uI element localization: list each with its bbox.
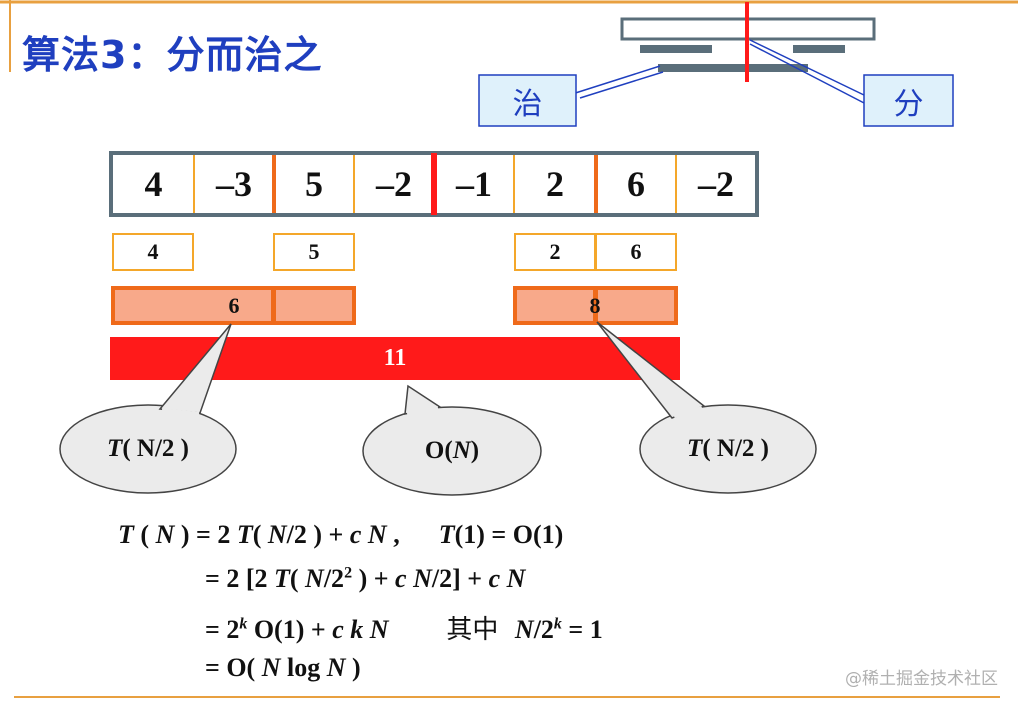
eq3-f: /2 xyxy=(533,615,554,644)
eq3-b: O(1) + xyxy=(247,615,333,644)
bubble-right-tail-join xyxy=(673,406,703,418)
eq1-k: T xyxy=(438,520,455,549)
eq2-a: = 2 [2 xyxy=(205,564,274,593)
eq2-sup: 2 xyxy=(344,564,353,582)
conquer-pointer xyxy=(565,65,661,97)
conquer-pointer-2 xyxy=(579,71,664,99)
array-cell-5: 2 xyxy=(546,164,564,204)
level1-box-d xyxy=(595,233,677,271)
eq2-i: c N xyxy=(488,564,526,593)
level2-value-right: 8 xyxy=(589,292,601,318)
level2-left-a xyxy=(111,286,275,325)
page-title: 算法3：分而治之 xyxy=(22,33,323,77)
array-cell-2: 5 xyxy=(305,164,323,204)
eq2-f: ) + xyxy=(352,564,396,593)
level2-left-b xyxy=(272,286,356,325)
bubble-left-rest: ( N/2 ) xyxy=(122,435,189,462)
level1-value-c: 2 xyxy=(549,239,561,264)
schematic-left-half xyxy=(640,45,712,53)
eq1-b: ( xyxy=(133,520,156,549)
bubble-middle xyxy=(362,406,542,496)
eq2-h: /2] + xyxy=(431,564,489,593)
eq2-c: ( xyxy=(289,564,306,593)
eq1-d: ) = 2 xyxy=(174,520,237,549)
level1-box-c xyxy=(514,233,596,271)
equation-line-4: = O( N log N ) xyxy=(205,653,361,683)
eq1-l: (1) = O(1) xyxy=(454,520,564,549)
eq1-c: N xyxy=(155,520,175,549)
array-cell-7: –2 xyxy=(698,164,734,204)
array-cell-3: –2 xyxy=(376,164,412,204)
eq2-b: T xyxy=(273,564,290,593)
eq4-e: ) xyxy=(345,653,361,682)
bubble-right-t: T xyxy=(687,435,703,462)
bubble-left xyxy=(59,404,237,494)
equation-line-3: = 2k O(1) + c k N 其中 N/2k = 1 xyxy=(205,609,603,646)
eq3-e: N xyxy=(514,615,534,644)
eq2-g: c N xyxy=(395,564,432,593)
bubble-right-rest: ( N/2 ) xyxy=(702,435,769,462)
eq4-a: = O( xyxy=(205,653,262,682)
schematic-right-half xyxy=(793,45,845,53)
eq3-d: 其中 xyxy=(388,615,515,645)
bubble-left-t: T xyxy=(107,435,123,462)
eq2-e: /2 xyxy=(323,564,345,593)
eq3-sup2: k xyxy=(553,615,562,633)
bubble-middle-tail-join xyxy=(406,406,439,415)
eq1-h: /2 ) + xyxy=(286,520,350,549)
divide-pointer-2 xyxy=(749,43,867,105)
eq3-g: = 1 xyxy=(561,615,603,644)
eq1-i: c N xyxy=(349,520,387,549)
array-cell-4: –1 xyxy=(456,164,492,204)
bubble-middle-text: O( N ) xyxy=(363,430,541,472)
level1-box-b xyxy=(273,233,355,271)
level2-right-a xyxy=(513,286,597,325)
level3-value: 11 xyxy=(383,345,407,371)
eq1-a: T xyxy=(118,520,134,549)
equation-line-2: = 2 [2 T( N/22 ) + c N/2] + c N xyxy=(205,564,525,594)
eq4-b: N xyxy=(261,653,281,682)
bubble-left-text: T ( N/2 ) xyxy=(60,428,236,470)
bubble-right-text: T ( N/2 ) xyxy=(640,428,816,470)
eq3-a: = 2 xyxy=(205,615,240,644)
level1-value-a: 4 xyxy=(147,239,159,264)
divide-box xyxy=(863,74,954,127)
divide-label: 分 xyxy=(893,86,924,122)
bubble-left-tail-join xyxy=(161,408,200,416)
conquer-label: 治 xyxy=(512,86,543,122)
eq3-sup: k xyxy=(239,615,248,633)
level2-value-left: 6 xyxy=(228,292,240,318)
schematic-merge-bar xyxy=(658,64,808,72)
eq1-g: N xyxy=(267,520,287,549)
eq4-d: N xyxy=(326,653,346,682)
array-cell-6: 6 xyxy=(627,164,645,204)
bubble-middle-rest: ) xyxy=(470,437,480,464)
eq4-c: log xyxy=(280,653,327,682)
equation-line-1: T ( N ) = 2 T( N/2 ) + c N , T(1) = O(1) xyxy=(118,520,563,550)
eq1-f: ( xyxy=(252,520,268,549)
eq3-c: c k N xyxy=(332,615,389,644)
watermark: @稀土掘金技术社区 xyxy=(845,669,998,689)
array-cell-1: –3 xyxy=(216,164,252,204)
bubble-right xyxy=(639,404,817,494)
conquer-box xyxy=(478,74,577,127)
eq1-e: T xyxy=(236,520,253,549)
bubble-middle-n: N xyxy=(452,437,471,464)
array-cell-0: 4 xyxy=(144,164,163,204)
level1-value-d: 6 xyxy=(630,239,642,264)
level2-right-b xyxy=(594,286,678,325)
divide-pointer xyxy=(749,39,867,97)
level1-value-b: 5 xyxy=(308,239,320,264)
eq1-j: , xyxy=(386,520,439,549)
eq2-d: N xyxy=(305,564,324,593)
bubble-middle-o: O( xyxy=(424,437,453,464)
level1-box-a xyxy=(112,233,194,271)
